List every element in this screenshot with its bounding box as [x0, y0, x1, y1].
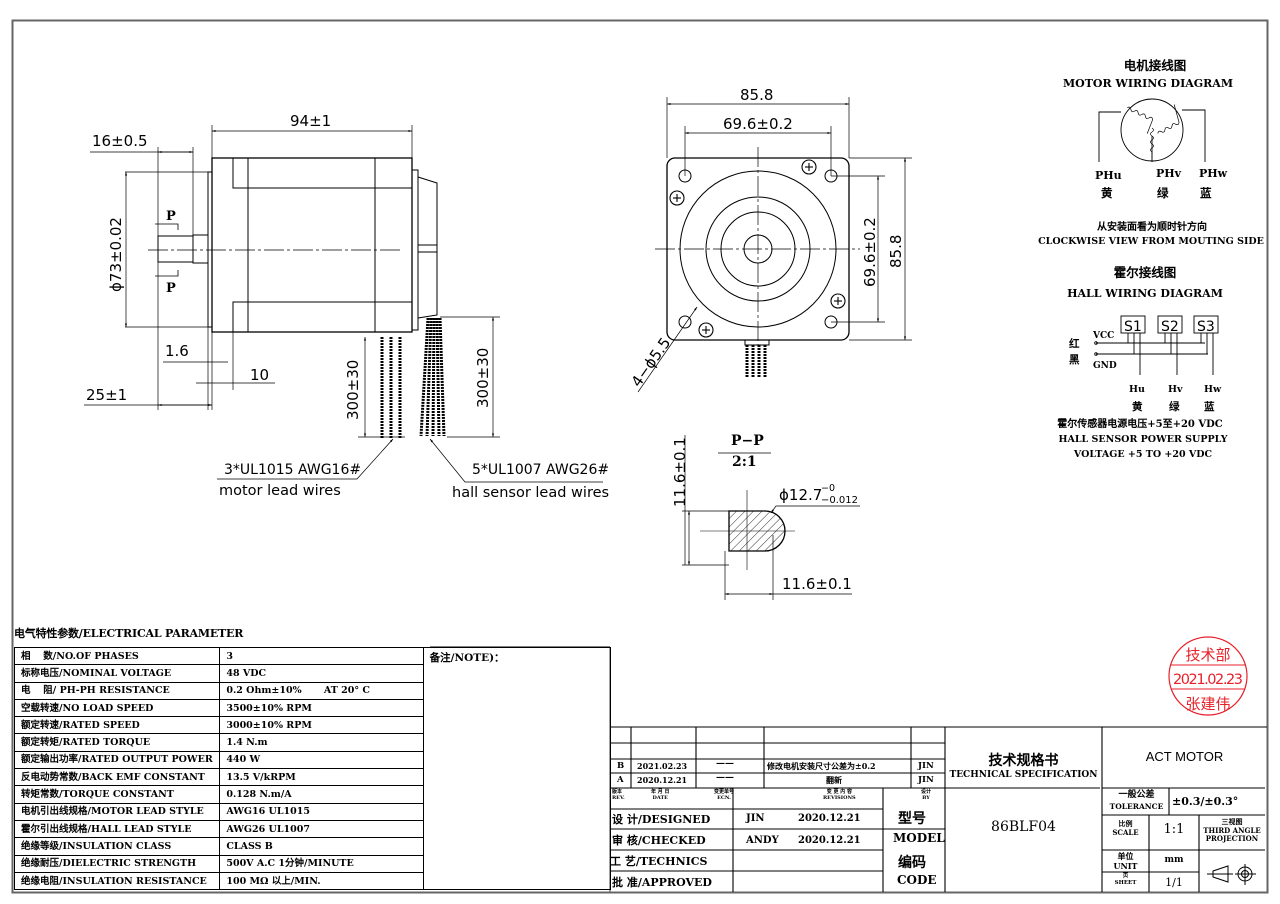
svg-text:黑: 黑 [1069, 354, 1080, 366]
svg-text:2021.02.23: 2021.02.23 [1173, 672, 1243, 688]
svg-text:张建伟: 张建伟 [1185, 695, 1230, 713]
svg-text:69.6±0.2: 69.6±0.2 [723, 115, 793, 133]
projection-symbol-icon [1207, 864, 1256, 885]
svg-text:MOTOR WIRING DIAGRAM: MOTOR WIRING DIAGRAM [1063, 77, 1233, 90]
svg-text:Hw: Hw [1204, 384, 1222, 395]
svg-text:PHu: PHu [1095, 169, 1122, 182]
screws [669, 159, 846, 338]
svg-text:PHw: PHw [1199, 167, 1228, 180]
company-name: ACT MOTOR [1145, 749, 1224, 764]
svg-text:5*UL1007 AWG26#: 5*UL1007 AWG26# [472, 462, 609, 478]
svg-text:300±30: 300±30 [474, 348, 492, 408]
front-view [637, 97, 912, 393]
svg-text:25±1: 25±1 [86, 386, 127, 404]
doc-title-en: TECHNICAL SPECIFICATION [949, 770, 1098, 780]
svg-text:绿: 绿 [1157, 186, 1169, 200]
svg-text:85.8: 85.8 [887, 235, 905, 268]
tolerance-value: ±0.3/±0.3° [1172, 795, 1239, 808]
svg-text:−0: −0 [821, 483, 835, 494]
note-cell: 备注/NOTE)： [422, 646, 612, 891]
svg-text:85.8: 85.8 [740, 86, 773, 104]
svg-text:黄: 黄 [1132, 400, 1143, 413]
unit-value: mm [1164, 855, 1184, 865]
svg-text:hall sensor lead wires: hall sensor lead wires [452, 485, 609, 501]
sheet-value: 1/1 [1165, 876, 1183, 889]
section-view-labels: P−P 2:1 11.6±0.1 11.6±0.1 ϕ12.7 −0 −0.01… [671, 433, 858, 593]
svg-text:P−P: P−P [731, 433, 764, 449]
svg-text:S2: S2 [1161, 319, 1179, 335]
svg-text:CLOCKWISE VIEW FROM MOUTING SI: CLOCKWISE VIEW FROM MOUTING SIDE [1038, 236, 1264, 247]
side-view [84, 125, 603, 483]
svg-text:黄: 黄 [1101, 186, 1113, 200]
svg-text:S1: S1 [1124, 319, 1142, 335]
title-block-grid [430, 646, 1267, 892]
svg-text:霍尔接线图: 霍尔接线图 [1114, 265, 1177, 280]
svg-text:Hv: Hv [1168, 384, 1183, 395]
svg-text:VCC: VCC [1092, 331, 1114, 341]
approval-stamp: 技术部 2021.02.23 张建伟 [1168, 636, 1248, 716]
svg-text:ϕ73±0.02: ϕ73±0.02 [107, 217, 125, 292]
svg-text:300±30: 300±30 [344, 360, 362, 420]
svg-text:蓝: 蓝 [1204, 400, 1215, 413]
svg-text:霍尔传感器电源电压+5至+20 VDC: 霍尔传感器电源电压+5至+20 VDC [1057, 417, 1223, 430]
svg-text:10: 10 [250, 366, 269, 384]
model-number: 86BLF04 [991, 819, 1056, 835]
svg-text:红: 红 [1069, 337, 1080, 350]
svg-text:蓝: 蓝 [1200, 186, 1212, 200]
svg-text:2:1: 2:1 [732, 454, 757, 470]
svg-text:VOLTAGE +5 TO +20 VDC: VOLTAGE +5 TO +20 VDC [1073, 449, 1213, 460]
svg-text:1.6: 1.6 [165, 342, 189, 360]
svg-text:技术部: 技术部 [1185, 646, 1230, 664]
svg-text:HALL WIRING DIAGRAM: HALL WIRING DIAGRAM [1067, 287, 1223, 300]
svg-text:motor lead wires: motor lead wires [219, 483, 341, 499]
svg-text:HALL SENSOR POWER SUPPLY: HALL SENSOR POWER SUPPLY [1059, 434, 1228, 445]
svg-text:11.6±0.1: 11.6±0.1 [671, 437, 689, 507]
svg-text:94±1: 94±1 [290, 112, 331, 130]
side-view-dimensions: 94±1 16±0.5 ϕ73±0.02 1.6 10 25±1 300±30 … [86, 112, 609, 501]
svg-text:4−ϕ5.5: 4−ϕ5.5 [628, 334, 675, 390]
svg-text:−0.012: −0.012 [821, 495, 858, 506]
svg-text:PHv: PHv [1156, 167, 1182, 180]
svg-text:16±0.5: 16±0.5 [92, 132, 148, 150]
svg-text:S3: S3 [1197, 319, 1215, 335]
section-view [682, 435, 860, 600]
electrical-parameter-title: 电气特性参数/ELECTRICAL PARAMETER [14, 627, 244, 640]
sheet-border [11, 19, 1269, 894]
svg-text:Hu: Hu [1129, 384, 1145, 395]
doc-title-cn: 技术规格书 [988, 753, 1059, 769]
svg-text:GND: GND [1093, 361, 1117, 371]
svg-text:ϕ12.7: ϕ12.7 [779, 486, 822, 504]
motor-wiring-diagram: 电机接线图 MOTOR WIRING DIAGRAM PHu PHv PHw 黄… [1038, 58, 1264, 247]
svg-text:电机接线图: 电机接线图 [1124, 58, 1187, 73]
svg-text:69.6±0.2: 69.6±0.2 [861, 217, 879, 287]
svg-text:从安装面看为顺时针方向: 从安装面看为顺时针方向 [1097, 220, 1207, 233]
svg-text:绿: 绿 [1169, 400, 1180, 413]
svg-text:P: P [166, 209, 176, 224]
scale-value: 1:1 [1163, 822, 1185, 837]
svg-text:11.6±0.1: 11.6±0.1 [782, 575, 852, 593]
svg-text:3*UL1015 AWG16#: 3*UL1015 AWG16# [224, 462, 361, 478]
hall-wiring-diagram: 霍尔接线图 HALL WIRING DIAGRAM S1 S2 S3 VCC G… [1057, 265, 1227, 460]
svg-text:P: P [166, 281, 176, 296]
